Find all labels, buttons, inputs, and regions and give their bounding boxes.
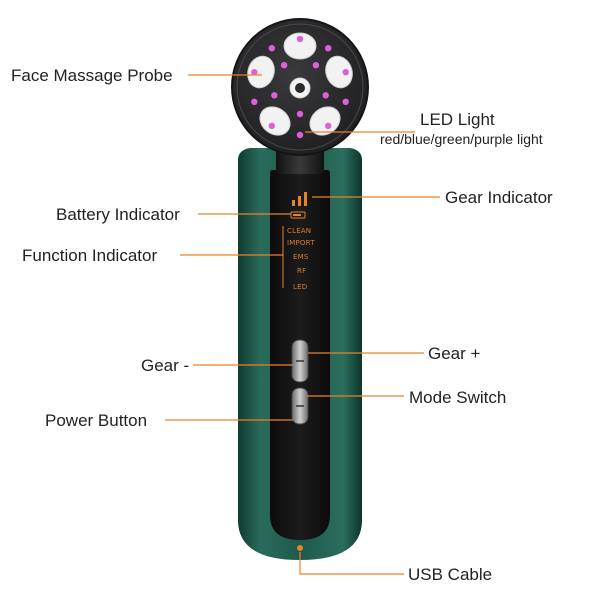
label-mode-switch: Mode Switch <box>409 388 507 407</box>
gear-indicator-bars <box>292 192 307 206</box>
led-dot <box>296 131 304 139</box>
led-dot <box>296 110 304 118</box>
label-usb-cable: USB Cable <box>408 565 493 584</box>
led-dot <box>342 69 349 76</box>
massage-head <box>231 18 369 156</box>
led-dot <box>280 61 288 69</box>
label-led-light: LED Light <box>420 110 495 129</box>
label-power-button: Power Button <box>45 411 148 430</box>
led-dot <box>251 98 258 106</box>
led-dot <box>342 98 349 106</box>
led-dots <box>251 35 349 139</box>
function-ems: EMS <box>293 253 309 261</box>
label-gear-indicator: Gear Indicator <box>445 188 553 207</box>
led-dot <box>268 45 275 52</box>
label-led-colors: red/blue/green/purple light <box>380 131 543 147</box>
label-battery-indicator: Battery Indicator <box>56 205 180 224</box>
function-import: IMPORT <box>287 239 315 247</box>
led-dot <box>296 35 304 43</box>
label-function-indicator: Function Indicator <box>22 246 158 265</box>
label-probe: Face Massage Probe <box>11 66 173 85</box>
usb-port <box>297 545 303 551</box>
function-clean: CLEAN <box>287 227 312 235</box>
led-dot <box>268 122 275 129</box>
label-gear-minus: Gear - <box>141 356 190 375</box>
led-dot <box>271 92 278 99</box>
led-dot <box>325 122 332 129</box>
function-rf: RF <box>297 267 307 275</box>
led-dot <box>325 45 332 52</box>
led-dot <box>322 92 329 99</box>
battery-icon <box>290 211 306 219</box>
function-led: LED <box>293 283 308 291</box>
label-gear-plus: Gear + <box>428 344 481 363</box>
led-dot <box>312 61 320 69</box>
led-dot <box>251 69 258 76</box>
leader-lines <box>165 74 440 575</box>
